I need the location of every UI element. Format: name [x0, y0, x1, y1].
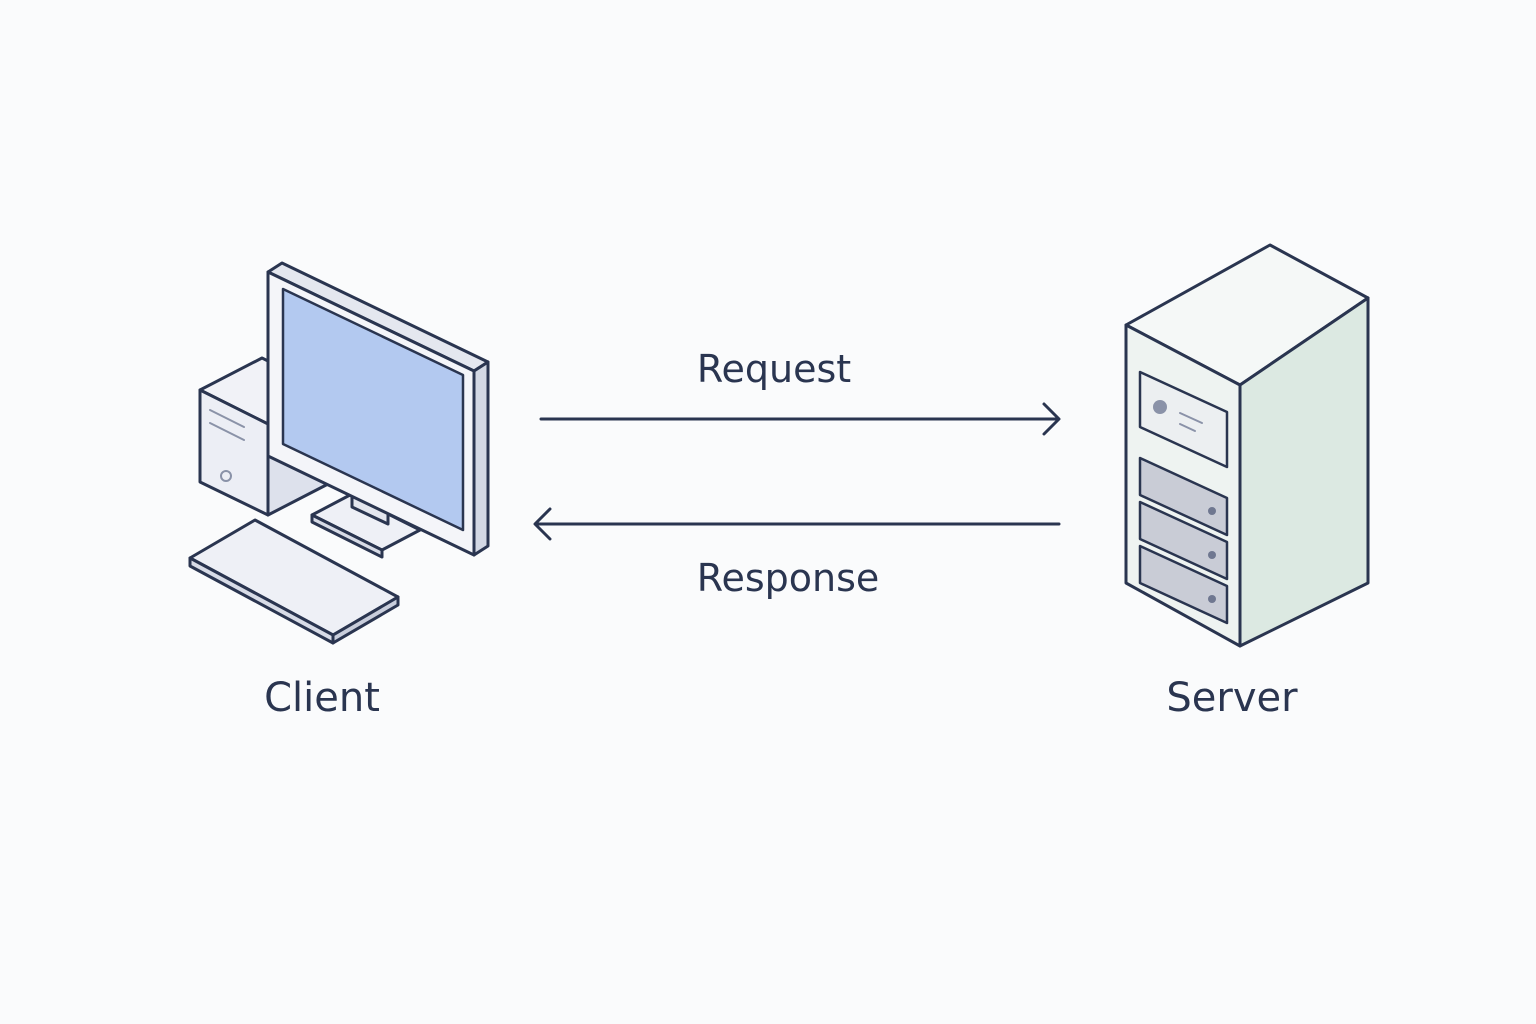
- right-arrow-icon: [1042, 402, 1061, 436]
- monitor-icon: [266, 261, 490, 557]
- keyboard-icon: [188, 518, 400, 645]
- desktop-computer-icon: [188, 261, 490, 645]
- request-label: Request: [696, 347, 852, 391]
- server-drive-bay-2: [1138, 500, 1229, 581]
- monitor-screen: [281, 287, 465, 532]
- response-label: Response: [696, 556, 880, 600]
- client-label: Client: [264, 675, 380, 721]
- power-led-icon: [1153, 400, 1167, 414]
- server-label: Server: [1166, 675, 1298, 721]
- server-drive-bay-3: [1138, 544, 1229, 625]
- server-control-panel: [1138, 370, 1229, 469]
- server-drive-bay-1: [1138, 456, 1229, 537]
- response-arrow: [533, 507, 1061, 541]
- request-arrow: [539, 402, 1061, 436]
- server-tower-icon: [1124, 243, 1370, 648]
- left-arrow-icon: [533, 507, 552, 541]
